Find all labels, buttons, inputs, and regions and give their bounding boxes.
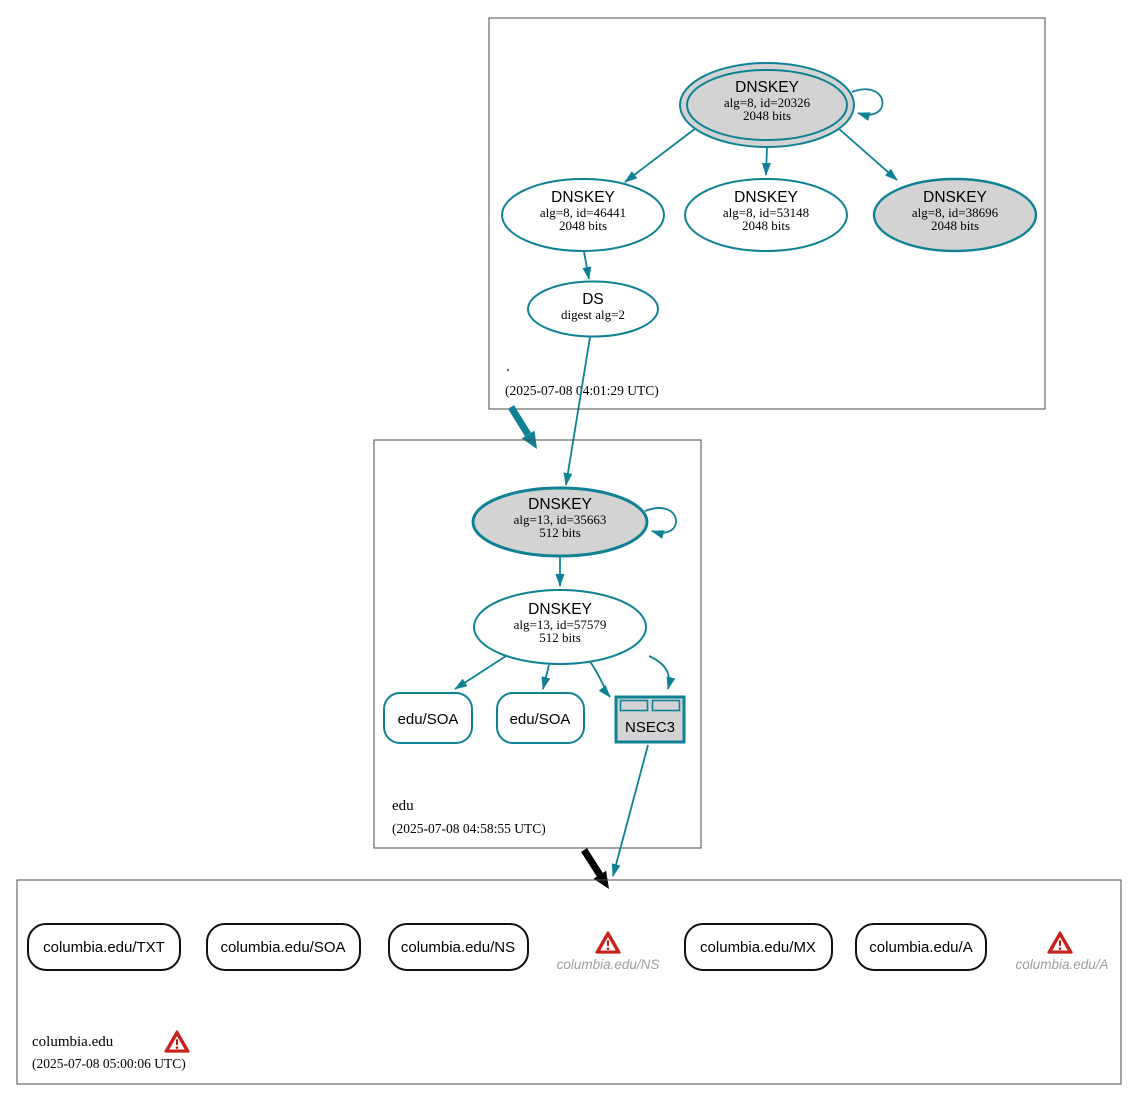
rr-label: columbia.edu/MX	[700, 939, 816, 956]
edge-ksk20326-to-key38696	[837, 127, 898, 181]
zone-name-root: .	[506, 359, 510, 375]
rr-label: columbia.edu/TXT	[43, 939, 165, 956]
node-columbia-ns[interactable]: columbia.edu/NS	[388, 923, 529, 971]
node-title: DNSKEY	[551, 189, 615, 206]
node-detail: alg=8, id=20326	[724, 95, 811, 110]
node-title: DNSKEY	[528, 496, 592, 513]
node-root-ksk-20326[interactable]: DNSKEY alg=8, id=20326 2048 bits	[679, 62, 855, 148]
node-edu-soa-2[interactable]: edu/SOA	[496, 692, 585, 744]
rr-label: columbia.edu/NS	[401, 939, 515, 956]
node-bits: 2048 bits	[742, 218, 790, 233]
zone-border-edu	[373, 439, 702, 849]
zone-name-columbia: columbia.edu	[32, 1034, 114, 1050]
node-bits: 512 bits	[539, 630, 581, 645]
edge-zsk57579-to-nsec3-right	[648, 655, 676, 690]
node-title: DS	[582, 291, 604, 308]
edge-zsk57579-to-soa1	[454, 655, 507, 690]
node-root-key-38696[interactable]: DNSKEY alg=8, id=38696 2048 bits	[872, 177, 1038, 253]
node-edu-zsk-57579[interactable]: DNSKEY alg=13, id=57579 512 bits	[473, 589, 647, 665]
warning-icon-zone-columbia[interactable]	[164, 1030, 190, 1053]
zone-border-root	[488, 17, 1046, 410]
node-title: DNSKEY	[734, 189, 798, 206]
node-bits: 512 bits	[539, 525, 581, 540]
zone-box-root: . (2025-07-08 04:01:29 UTC) DNSKEY alg=8…	[488, 17, 1046, 410]
zone-box-columbia: columbia.edu (2025-07-08 05:00:06 UTC) c…	[16, 879, 1122, 1085]
edge-root-ksk-selfsign	[851, 88, 884, 121]
node-detail: alg=8, id=46441	[540, 205, 626, 220]
node-columbia-a-error[interactable]: columbia.edu/A	[1015, 931, 1109, 972]
rr-label: columbia.edu/SOA	[220, 939, 345, 956]
rr-label: columbia.edu/A	[869, 939, 972, 956]
node-columbia-mx[interactable]: columbia.edu/MX	[684, 923, 833, 971]
zone-timestamp-columbia: (2025-07-08 05:00:06 UTC)	[32, 1056, 186, 1071]
error-label: columbia.edu/A	[1015, 957, 1108, 972]
warning-icon-ns[interactable]	[595, 931, 621, 954]
node-title: DNSKEY	[528, 601, 592, 618]
node-title: DNSKEY	[923, 189, 987, 206]
edge-zsk57579-to-soa2	[541, 664, 551, 690]
nsec3-cell-right	[651, 699, 681, 712]
nsec3-cell-left	[619, 699, 649, 712]
node-detail: alg=8, id=53148	[723, 205, 809, 220]
node-columbia-a[interactable]: columbia.edu/A	[855, 923, 987, 971]
zone-box-edu: edu (2025-07-08 04:58:55 UTC) DNSKEY alg…	[373, 439, 702, 849]
node-edu-nsec3[interactable]: NSEC3	[614, 695, 686, 744]
edge-key46441-to-ds	[582, 251, 592, 280]
node-bits: 2048 bits	[743, 108, 791, 123]
zone-timestamp-edu: (2025-07-08 04:58:55 UTC)	[392, 821, 546, 836]
node-columbia-ns-error[interactable]: columbia.edu/NS	[557, 931, 660, 972]
zone-border-columbia	[16, 879, 1122, 1085]
zone-name-edu: edu	[392, 798, 414, 814]
node-bits: 2048 bits	[559, 218, 607, 233]
node-detail: alg=8, id=38696	[912, 205, 999, 220]
edge-edu-to-columbia-delegation	[581, 848, 609, 889]
edge-ksk20326-to-key46441	[624, 127, 697, 183]
edge-zsk57579-to-nsec3-left	[588, 659, 611, 698]
node-edu-ksk-35663[interactable]: DNSKEY alg=13, id=35663 512 bits	[471, 486, 649, 558]
error-label: columbia.edu/NS	[557, 957, 660, 972]
rr-label: NSEC3	[625, 719, 675, 736]
node-detail: digest alg=2	[561, 307, 625, 322]
node-columbia-soa[interactable]: columbia.edu/SOA	[206, 923, 361, 971]
node-root-key-53148[interactable]: DNSKEY alg=8, id=53148 2048 bits	[684, 178, 848, 252]
node-bits: 2048 bits	[931, 218, 979, 233]
edge-ksk20326-to-key53148	[761, 146, 771, 176]
warning-icon-a[interactable]	[1047, 931, 1073, 954]
node-title: DNSKEY	[735, 79, 799, 96]
node-root-ds[interactable]: DS digest alg=2	[527, 280, 659, 338]
node-columbia-txt[interactable]: columbia.edu/TXT	[27, 923, 181, 971]
node-root-key-46441[interactable]: DNSKEY alg=8, id=46441 2048 bits	[501, 178, 665, 252]
node-detail: alg=13, id=57579	[514, 617, 607, 632]
rr-label: edu/SOA	[510, 711, 571, 728]
rr-label: edu/SOA	[398, 711, 459, 728]
edge-nsec3-to-columbia	[611, 744, 649, 877]
node-detail: alg=13, id=35663	[514, 512, 607, 527]
edge-root-to-edu-delegation	[508, 405, 537, 449]
edge-ds-to-edu-ksk	[563, 336, 591, 486]
edge-edu-ksk-selfsign	[644, 507, 677, 539]
node-edu-soa-1[interactable]: edu/SOA	[383, 692, 473, 744]
